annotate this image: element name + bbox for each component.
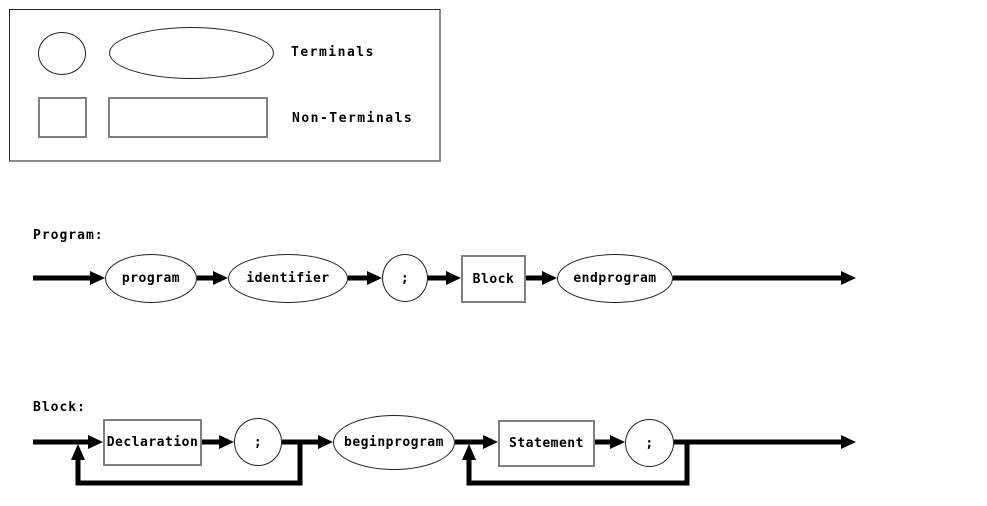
node-beginprogram: beginprogram <box>333 415 455 470</box>
legend-terminal-ellipse-shape <box>109 27 274 79</box>
node-program: program <box>105 254 197 303</box>
legend-nonterminal-rect-shape <box>108 97 268 138</box>
legend-non-terminals-label: Non-Terminals <box>292 111 414 126</box>
node-statement: Statement <box>498 420 595 467</box>
program-rule-title: Program: <box>33 228 104 243</box>
node-semicolon-3: ; <box>625 419 674 467</box>
node-semicolon-1: ; <box>382 254 428 302</box>
node-block: Block <box>461 255 526 303</box>
node-semicolon-2: ; <box>234 418 282 466</box>
node-endprogram: endprogram <box>557 254 673 303</box>
block-rule-title: Block: <box>33 400 86 415</box>
legend-box: Terminals Non-Terminals <box>9 9 441 162</box>
legend-nonterminal-square-shape <box>38 97 87 138</box>
legend-terminal-circle-shape <box>38 32 86 75</box>
node-identifier: identifier <box>228 254 348 303</box>
legend-terminals-label: Terminals <box>291 45 375 60</box>
node-declaration: Declaration <box>103 419 202 466</box>
